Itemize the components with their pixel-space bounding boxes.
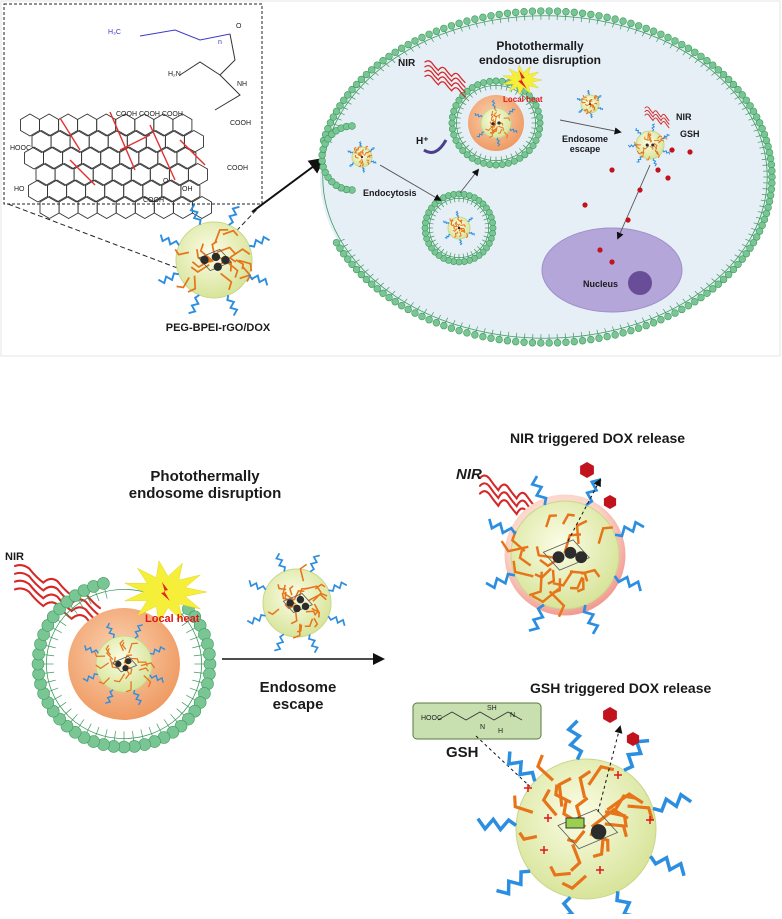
dox-hex-nir-2: [604, 495, 616, 509]
h-plus-label: H⁺: [416, 136, 429, 148]
top-gsh-label: GSH: [680, 129, 700, 139]
chem-ho: HO: [14, 186, 25, 193]
np-nir-release: [486, 476, 644, 634]
nir-release-title: NIR triggered DOX release: [510, 430, 685, 446]
chem-o: O: [236, 23, 241, 30]
gsh-release-title: GSH triggered DOX release: [530, 680, 711, 696]
bottom-title: Photothermally endosome disruption: [129, 468, 282, 503]
gsh-hooc: HOOC: [421, 715, 442, 722]
chem-cooh-r1: COOH: [230, 120, 251, 127]
dox-hex-nir-1: [580, 462, 594, 478]
gsh-h: H: [498, 728, 503, 735]
chem-oh: OH: [182, 186, 193, 193]
chem-nh: NH: [237, 81, 247, 88]
chem-o-bottom: O: [163, 178, 168, 185]
dox-dot-top-7: [665, 175, 670, 180]
gsh-sh: SH: [487, 705, 497, 712]
cell-title: Photothermally endosome disruption: [479, 40, 601, 68]
top-endosome-escape-label: Endosome escape: [562, 134, 608, 155]
np-escaped-bottom: [247, 553, 346, 652]
chem-cooh-row: COOH COOH COOH: [116, 111, 183, 118]
np-gsh-release: [478, 721, 691, 914]
endocytosis-label: Endocytosis: [363, 188, 417, 198]
dox-dot-top-8: [687, 149, 692, 154]
top-nir-label: NIR: [398, 58, 415, 70]
chem-cooh-r2: COOH: [227, 165, 248, 172]
nir-release-nir-label: NIR: [456, 466, 482, 483]
dox-dot-top-6: [669, 147, 674, 152]
top-local-heat-label: Local heat: [503, 95, 543, 104]
top-nir-right-label: NIR: [676, 112, 692, 122]
dox-dot-top-3: [597, 247, 602, 252]
gsh-bound-block: [566, 818, 584, 828]
chem-cooh-bottom: COOH: [143, 197, 164, 204]
chem-n: n: [218, 39, 222, 46]
gsh-nh: N: [510, 712, 515, 719]
dox-dot-top-1: [637, 187, 642, 192]
dox-dot-top-9: [582, 202, 587, 207]
nucleus-label: Nucleus: [583, 279, 618, 289]
bottom-endosome-escape-label: Endosome escape: [260, 679, 337, 714]
chem-hooc: HOOC: [10, 145, 31, 152]
dox-dot-top-2: [625, 217, 630, 222]
bottom-nir-label: NIR: [5, 551, 24, 564]
nucleus: [542, 228, 682, 312]
gsh-box-label: GSH: [446, 744, 479, 761]
bottom-local-heat-label: Local heat: [145, 613, 199, 626]
gsh-n: N: [480, 724, 485, 731]
dox-dot-top-5: [655, 167, 660, 172]
chem-h2n: H₂N: [168, 71, 181, 78]
dox-dot-top-4: [609, 259, 614, 264]
main-nanoparticle: [158, 204, 269, 315]
dox-dot-top-0: [609, 167, 614, 172]
nucleolus: [628, 271, 652, 295]
nanoparticle-label: PEG-BPEI-rGO/DOX: [166, 322, 271, 335]
chem-structure-box: [4, 4, 262, 204]
chem-peg: H₃C: [108, 29, 121, 36]
dox-hex-gsh-1: [603, 707, 617, 723]
